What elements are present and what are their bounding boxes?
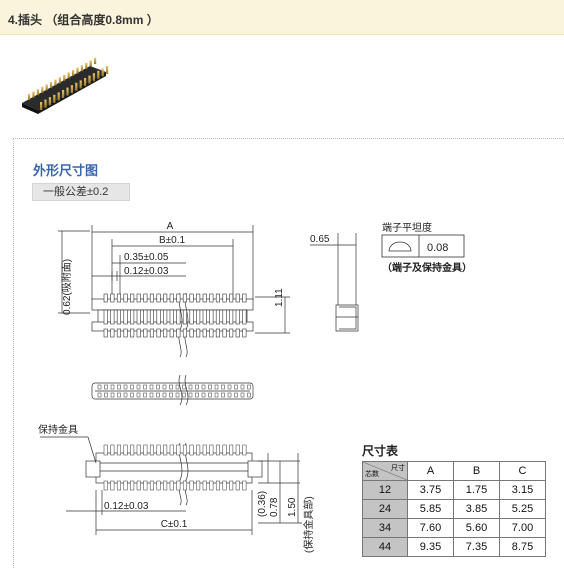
cell-a: 5.85: [407, 499, 454, 519]
header-bar: 4.插头 （组合高度0.8mm ）: [0, 0, 564, 35]
dim-label-b: B±0.1: [159, 235, 185, 246]
dim-label-height: 1.11: [274, 288, 285, 307]
cell-b: 5.60: [453, 518, 500, 538]
row-pins: 44: [362, 537, 408, 557]
product-photo: [22, 58, 109, 114]
dim-label-c: C±0.1: [161, 519, 188, 530]
row-pins: 34: [362, 518, 408, 538]
col-header-a: A: [407, 461, 454, 481]
dim-label-pitch: 0.35±0.05: [124, 252, 169, 263]
dim-label-suction-face: 0.62(吸附面): [60, 259, 73, 315]
dim-label-pin-width-top: 0.12±0.03: [124, 266, 169, 277]
cell-a: 3.75: [407, 480, 454, 500]
cell-b: 1.75: [453, 480, 500, 500]
drawing-frame: [13, 138, 564, 568]
section-title: 外形尺寸图: [33, 163, 99, 178]
dim-label-holder-side: (保持金具部): [302, 496, 315, 553]
corner-pins-label: 芯数: [365, 471, 379, 478]
page-title: 4.插头 （组合高度0.8mm ）: [8, 13, 159, 27]
col-header-b: B: [453, 461, 500, 481]
cell-c: 7.00: [499, 518, 546, 538]
dim-label-pin-width-bottom: 0.12±0.03: [104, 501, 149, 512]
cell-b: 3.85: [453, 499, 500, 519]
row-pins: 24: [362, 499, 408, 519]
dim-label-036: (0.36): [257, 491, 268, 517]
corner-size-label: 尺寸: [391, 465, 405, 472]
cell-a: 9.35: [407, 537, 454, 557]
table-row: 24 5.85 3.85 5.25: [362, 499, 546, 519]
cell-c: 8.75: [499, 537, 546, 557]
dim-label-150: 1.50: [287, 497, 298, 517]
dim-label-078: 0.78: [269, 497, 280, 517]
cell-c: 5.25: [499, 499, 546, 519]
size-table: 芯数 尺寸 A B C 12 3.75 1.75 3.15 24 5.85 3.…: [362, 461, 546, 557]
dim-label-side-width: 0.65: [310, 234, 330, 245]
flatness-title: 端子平坦度: [382, 221, 432, 234]
col-header-c: C: [499, 461, 546, 481]
table-row: 12 3.75 1.75 3.15: [362, 480, 546, 500]
tolerance-note: 一般公差±0.2: [32, 183, 130, 201]
cell-b: 7.35: [453, 537, 500, 557]
flatness-value: 0.08: [427, 242, 448, 254]
dim-label-a: A: [167, 221, 174, 232]
size-table-title: 尺寸表: [362, 444, 399, 458]
table-row: 34 7.60 5.60 7.00: [362, 518, 546, 538]
size-table-corner: 芯数 尺寸: [362, 461, 408, 481]
table-row: 44 9.35 7.35 8.75: [362, 537, 546, 557]
flatness-note: （端子及保持金具）: [382, 261, 472, 274]
cell-c: 3.15: [499, 480, 546, 500]
dimension-drawing: A B±0.1 0.35±0.05 0.12±0.03 0.62(吸附面) 1.…: [38, 221, 472, 553]
cell-a: 7.60: [407, 518, 454, 538]
holder-label: 保持金具: [38, 423, 78, 436]
row-pins: 12: [362, 480, 408, 500]
